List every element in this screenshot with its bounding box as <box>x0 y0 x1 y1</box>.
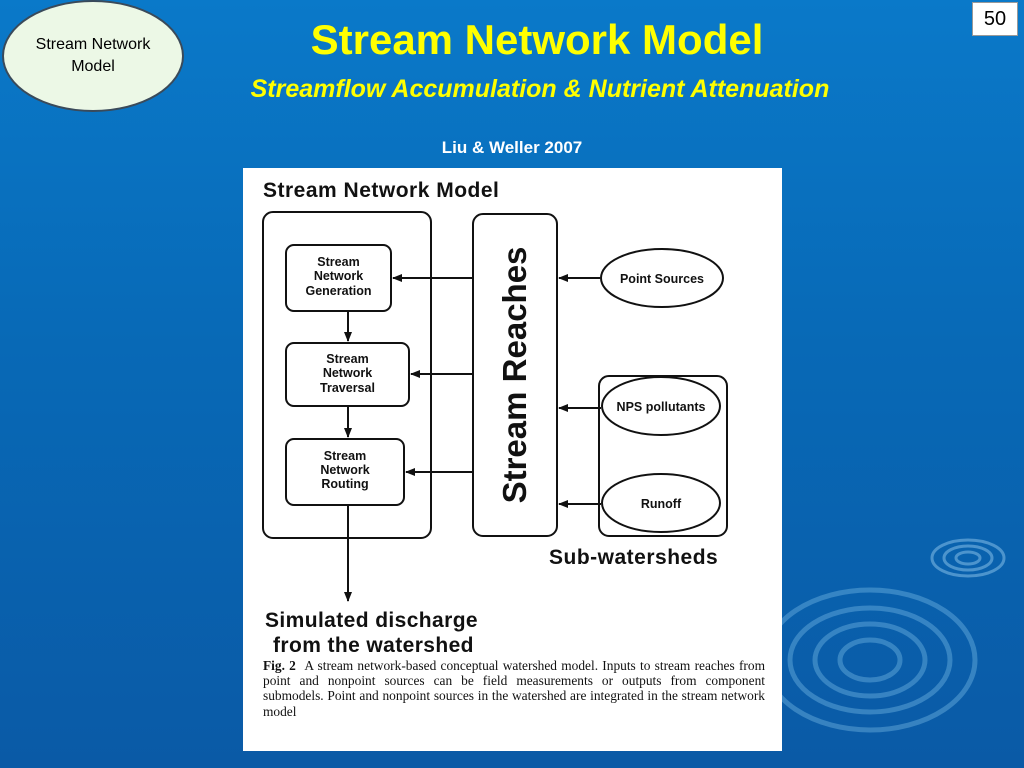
stream-network-diagram: Stream Network Model Stream Network Gene… <box>262 179 728 657</box>
slide-title: Stream Network Model <box>310 16 764 63</box>
point-sources-ellipse <box>600 248 724 308</box>
output-line-1: Simulated discharge <box>265 609 478 632</box>
generation-line-1: Stream <box>317 255 359 269</box>
traversal-line-2: Network <box>323 366 372 380</box>
diagram-heading: Stream Network Model <box>263 179 499 202</box>
stream-network-routing-box <box>285 438 405 506</box>
caption-text: A stream network-based conceptual waters… <box>263 658 765 719</box>
stream-network-generation-box <box>285 244 392 312</box>
point-sources-label: Point Sources <box>620 272 704 286</box>
figure-image: Stream Network Model Stream Network Gene… <box>243 168 782 751</box>
page-number: 50 <box>972 2 1018 36</box>
runoff-ellipse <box>601 473 721 533</box>
slide-subtitle: Streamflow Accumulation & Nutrient Atten… <box>250 75 830 103</box>
nps-pollutants-ellipse <box>601 376 721 436</box>
sub-watersheds-container <box>598 375 728 537</box>
citation: Liu & Weller 2007 <box>441 138 583 157</box>
traversal-line-3: Traversal <box>320 381 375 395</box>
generation-line-3: Generation <box>306 284 372 298</box>
routing-line-1: Stream <box>324 449 366 463</box>
routing-line-3: Routing <box>321 477 368 491</box>
routing-line-2: Network <box>320 463 369 477</box>
output-line-2: from the watershed <box>273 634 474 657</box>
caption-label: Fig. 2 <box>263 658 296 673</box>
topic-badge: Stream Network Model <box>2 0 184 112</box>
sub-watersheds-label: Sub-watersheds <box>549 546 718 569</box>
traversal-line-1: Stream <box>326 352 368 366</box>
stream-reaches-label: Stream Reaches <box>496 247 533 504</box>
generation-line-2: Network <box>314 269 363 283</box>
nps-pollutants-label: NPS pollutants <box>617 400 706 414</box>
runoff-label: Runoff <box>641 497 682 511</box>
topic-badge-label: Stream Network Model <box>35 36 151 75</box>
figure-caption: Fig. 2 A stream network-based conceptual… <box>263 658 765 719</box>
